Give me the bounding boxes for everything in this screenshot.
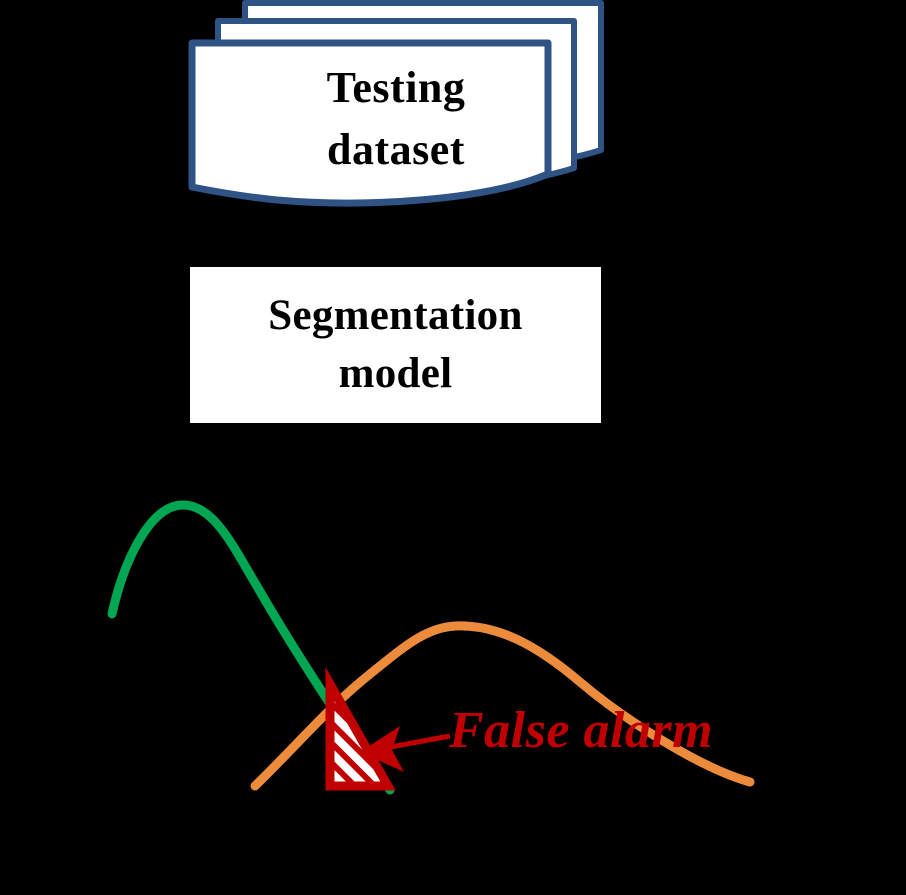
false-alarm-label: False alarm (449, 702, 714, 759)
distribution-chart (0, 440, 906, 840)
testing-dataset-stack: Testing dataset (0, 0, 620, 225)
false-alarm-arrow-shaft (384, 733, 451, 751)
false-alarm-arrow-head (360, 726, 404, 772)
segmentation-model-label: Segmentation model (268, 287, 522, 404)
segmentation-model-box: Segmentation model (190, 267, 601, 423)
segmentation-model-label-line1: Segmentation (268, 291, 523, 339)
segmentation-model-label-line2: model (338, 350, 453, 397)
false-alarm-region-outline (325, 666, 396, 791)
document-sheet-front (188, 39, 552, 207)
